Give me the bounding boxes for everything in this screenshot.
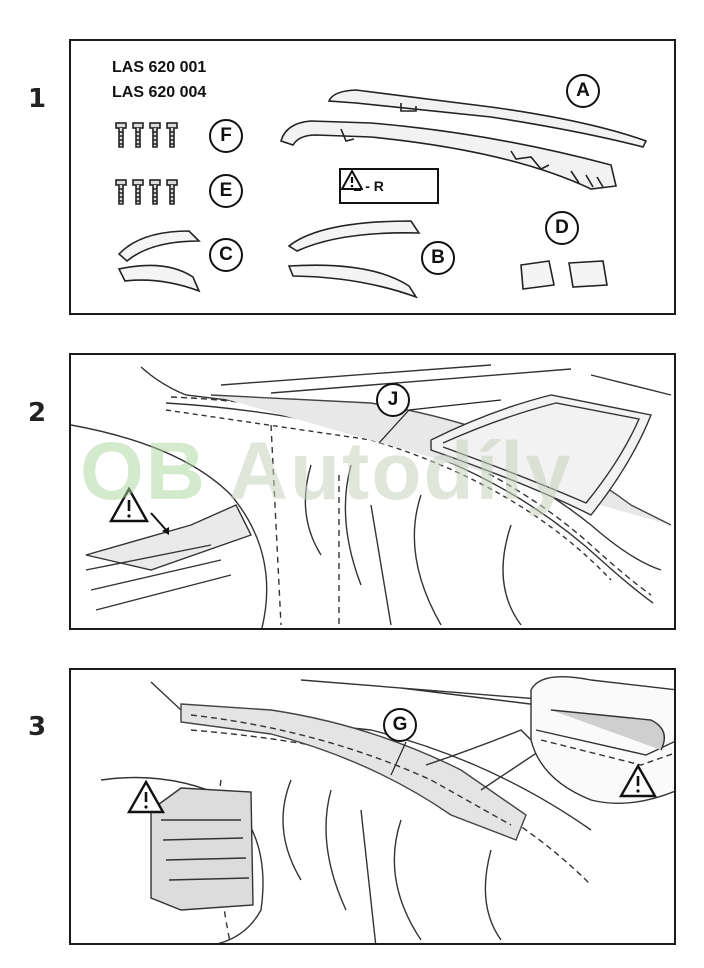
watermark: OB Autodíly bbox=[80, 425, 573, 519]
roof-cleaning-drawing bbox=[71, 364, 672, 628]
callout-g: G bbox=[383, 708, 417, 742]
watermark-logo: OB bbox=[80, 426, 207, 517]
end-caps-d bbox=[520, 260, 608, 290]
warning-icon bbox=[126, 779, 166, 814]
step-number-2: 2 bbox=[28, 398, 47, 428]
step-number-1: 1 bbox=[28, 84, 47, 114]
warning-icon bbox=[618, 763, 658, 798]
parts-panel: LAS 620 001 LAS 620 004 A F E D C B L - … bbox=[69, 39, 676, 315]
covers-b bbox=[287, 220, 421, 299]
seal-placement-drawing bbox=[100, 675, 674, 943]
callout-e: E bbox=[209, 174, 243, 208]
roof-rail-upper bbox=[327, 89, 648, 148]
screws-f bbox=[115, 122, 178, 148]
warning-icon bbox=[108, 486, 150, 523]
screws-e bbox=[115, 179, 178, 205]
step-2-panel: J bbox=[69, 353, 676, 630]
callout-d: D bbox=[545, 211, 579, 245]
step-3-panel: G bbox=[69, 668, 676, 945]
callout-f: F bbox=[209, 119, 243, 153]
warning-icon bbox=[341, 170, 363, 190]
callout-b: B bbox=[421, 241, 455, 275]
callout-c: C bbox=[209, 238, 243, 272]
left-right-label: L - R bbox=[353, 178, 384, 194]
watermark-text: Autodíly bbox=[228, 426, 573, 517]
part-number-1: LAS 620 001 bbox=[112, 59, 207, 76]
left-right-note: L - R bbox=[339, 168, 439, 204]
part-number-2: LAS 620 004 bbox=[112, 84, 207, 101]
roof-rail-lower bbox=[280, 120, 617, 190]
callout-a: A bbox=[566, 74, 600, 108]
step-number-3: 3 bbox=[28, 712, 47, 742]
parts-drawing bbox=[115, 89, 648, 299]
covers-c bbox=[117, 230, 201, 293]
callout-j: J bbox=[376, 383, 410, 417]
pointer-arrow bbox=[150, 512, 168, 532]
leader-line-j bbox=[378, 409, 410, 444]
leader-line-g bbox=[390, 741, 407, 776]
